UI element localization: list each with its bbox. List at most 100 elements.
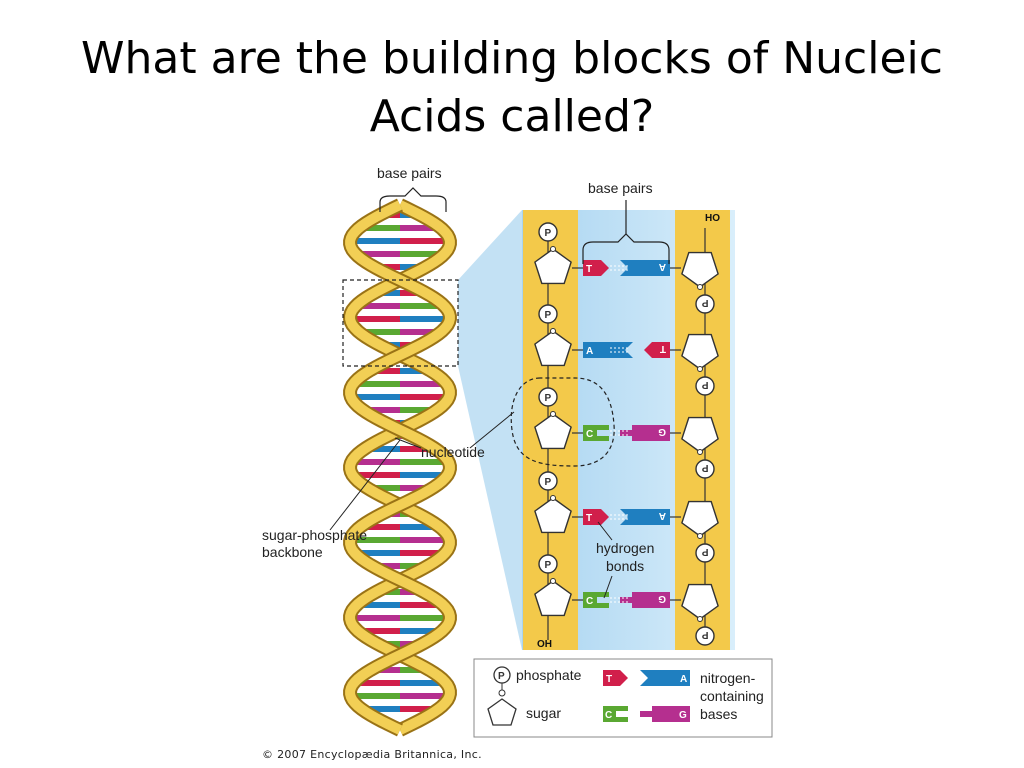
helix-base-left <box>355 251 400 257</box>
title-line-2: Acids called? <box>369 91 655 142</box>
helix-base-left <box>364 446 400 452</box>
helix-base-right <box>400 316 450 322</box>
backbone-label-line1: sugar-phosphate <box>262 527 367 543</box>
helix-base-left <box>350 537 400 543</box>
helix-base-left <box>350 316 400 322</box>
sugar-icon <box>681 500 719 537</box>
helix-base-right <box>400 407 438 413</box>
nucleotide-outline <box>510 377 615 467</box>
base-A <box>620 509 670 525</box>
helix-base-right <box>400 615 450 621</box>
helix-base-left <box>356 602 400 608</box>
phosphate-icon <box>695 294 715 314</box>
helix-base-left <box>360 524 400 530</box>
helix-base-right <box>400 459 449 465</box>
helix-base-left <box>367 485 400 491</box>
helix-base-left <box>357 628 400 634</box>
helix-base-left <box>361 706 400 712</box>
legend-nitrogen-line2: containing <box>700 688 764 704</box>
copyright-notice: © 2007 Encyclopædia Britannica, Inc. <box>262 748 482 761</box>
legend-box <box>473 658 773 738</box>
sugar-icon <box>534 413 572 450</box>
legend-t-icon <box>603 670 628 686</box>
phosphate-symbol: P <box>702 629 709 640</box>
phosphate-symbol: P <box>545 228 552 239</box>
sugar-oxygen <box>697 533 703 539</box>
base-letter: T <box>586 264 592 275</box>
base-letter: C <box>586 596 593 607</box>
base-C <box>583 425 609 441</box>
legend-phosphate-symbol: P <box>498 671 505 682</box>
legend-t-letter: T <box>606 674 612 685</box>
base-pairs-label-detail: base pairs <box>588 180 653 196</box>
helix-base-left <box>350 693 400 699</box>
helix-base-left <box>353 680 400 686</box>
helix-base-right <box>400 381 447 387</box>
phosphate-icon <box>695 459 715 479</box>
helix-base-left <box>351 459 400 465</box>
ho-end-label: HO <box>705 213 720 224</box>
helix-base-left <box>350 394 400 400</box>
helix-base-left <box>370 667 400 673</box>
base-T <box>583 260 609 276</box>
helix-base-left <box>368 368 400 374</box>
legend-nitrogen-line1: nitrogen- <box>700 670 756 686</box>
zoom-cone <box>458 210 522 650</box>
helix-base-right <box>400 329 442 335</box>
helix-base-left <box>350 615 400 621</box>
sugar-oxygen <box>550 246 556 252</box>
hydrogen-label-line1: hydrogen <box>596 540 654 556</box>
phosphate-symbol: P <box>545 560 552 571</box>
phosphate-icon <box>538 387 558 407</box>
sugar-oxygen <box>697 284 703 290</box>
helix-base-left <box>350 238 400 244</box>
double-helix <box>343 198 457 737</box>
helix-strand <box>345 200 455 735</box>
legend-sugar-icon <box>487 698 517 726</box>
base-T <box>583 509 609 525</box>
base-G <box>620 425 670 441</box>
hydrogen-label-line2: bonds <box>606 558 644 574</box>
base-letter: G <box>658 593 666 604</box>
phosphate-symbol: P <box>545 393 552 404</box>
helix-base-left <box>358 225 400 231</box>
base-T <box>644 342 670 358</box>
helix-strand <box>345 200 455 735</box>
helix-base-right <box>400 667 430 673</box>
helix-base-right <box>400 394 450 400</box>
helix-base-right <box>400 238 450 244</box>
helix-base-right <box>400 537 450 543</box>
helix-base-left <box>354 550 400 556</box>
oh-end-label: OH <box>537 639 552 650</box>
phosphate-icon <box>695 376 715 396</box>
helix-base-right <box>400 225 442 231</box>
legend-nitrogen-line3: bases <box>700 706 737 722</box>
helix-base-left <box>353 381 400 387</box>
base-C <box>583 592 609 608</box>
sugar-icon <box>534 497 572 534</box>
sugar-icon <box>681 583 719 620</box>
phosphate-icon <box>538 304 558 324</box>
helix-base-right <box>400 628 443 634</box>
legend-sugar-label: sugar <box>526 705 561 721</box>
base-letter: T <box>586 513 592 524</box>
legend: P phosphate sugar T A C G nitrogen- cont… <box>473 658 773 738</box>
helix-base-right <box>400 368 432 374</box>
legend-c-letter: C <box>605 710 612 721</box>
phosphate-icon <box>538 222 558 242</box>
sugar-oxygen <box>550 328 556 334</box>
legend-a-letter: A <box>680 674 687 685</box>
helix-base-left <box>355 303 400 309</box>
phosphate-symbol: P <box>702 297 709 308</box>
helix-base-right <box>400 524 440 530</box>
phosphate-icon <box>538 471 558 491</box>
sugar-oxygen <box>550 578 556 584</box>
sugar-oxygen <box>697 449 703 455</box>
helix-base-right <box>400 693 450 699</box>
phosphate-icon <box>538 554 558 574</box>
base-pairs-brace-top <box>379 187 447 212</box>
nucleotide-pointer-helix <box>394 437 422 449</box>
zoom-box <box>342 279 459 367</box>
helix-base-left <box>352 472 400 478</box>
